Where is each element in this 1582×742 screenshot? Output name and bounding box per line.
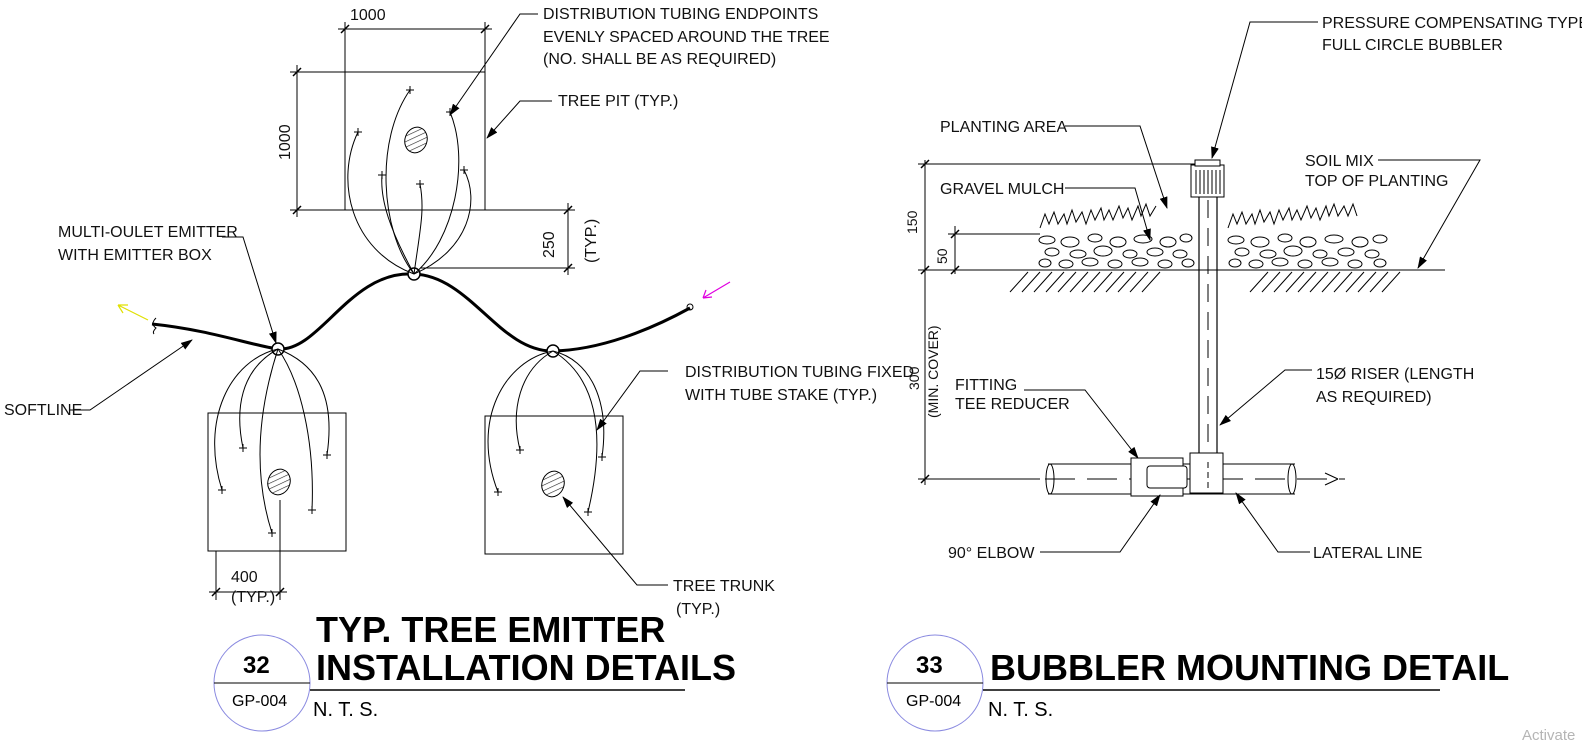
detail-33-sheet: GP-004 [906, 693, 961, 710]
label-fixed-1: DISTRIBUTION TUBING FIXED [685, 364, 914, 381]
label-riser-1: 15Ø RISER (LENGTH [1316, 366, 1474, 383]
dim-spacing: 400 [231, 569, 258, 586]
detail-33-bubbler [886, 21, 1481, 732]
label-elbow: 90° ELBOW [948, 545, 1035, 562]
planting-area-right [1227, 202, 1358, 229]
label-gravel-mulch: GRAVEL MULCH [940, 181, 1064, 198]
detail-33-title: BUBBLER MOUNTING DETAIL [990, 647, 1509, 688]
label-soil-2: TOP OF PLANTING [1305, 173, 1448, 190]
detail-33-number: 33 [916, 652, 943, 679]
elbow-fitting [1189, 452, 1224, 494]
tree-pit-top [344, 71, 486, 211]
tree-trunk-top [404, 126, 428, 154]
dim-150: 150 [904, 210, 920, 234]
dim-height: 1000 [277, 124, 294, 160]
dim-offset-typ: (TYP.) [583, 219, 600, 263]
soil-hatch [1009, 271, 1401, 293]
label-fixed-2: WITH TUBE STAKE (TYP.) [685, 387, 877, 404]
dim-min-cover: (MIN. COVER) [925, 325, 941, 418]
tree-trunk-left [267, 468, 291, 496]
label-endpoints-3: (NO. SHALL BE AS REQUIRED) [543, 51, 776, 68]
softline-pipe [151, 272, 691, 353]
gravel-mulch [1038, 233, 1388, 269]
activation-watermark: Activate [1522, 727, 1575, 742]
softline-cut-left [152, 317, 157, 335]
label-trunk-1: TREE TRUNK [673, 578, 775, 595]
label-trunk-2: (TYP.) [676, 601, 720, 618]
detail-32-tree-emitter [70, 13, 731, 732]
detail-32-number: 32 [243, 652, 270, 679]
label-planting-area: PLANTING AREA [940, 119, 1067, 136]
label-softline: SOFTLINE [4, 402, 82, 419]
flow-arrow-right [702, 281, 731, 299]
label-endpoints-2: EVENLY SPACED AROUND THE TREE [543, 29, 830, 46]
detail-32-scale: N. T. S. [313, 699, 378, 721]
label-emitter-1: MULTI-OULET EMITTER [58, 224, 238, 241]
label-tree-pit: TREE PIT (TYP.) [558, 93, 678, 110]
label-lateral: LATERAL LINE [1313, 545, 1422, 562]
dim-50: 50 [934, 248, 950, 264]
label-emitter-2: WITH EMITTER BOX [58, 247, 212, 264]
tree-pit-right [484, 415, 624, 555]
detail-32-sheet: GP-004 [232, 693, 287, 710]
tree-trunk-right [541, 470, 565, 498]
flow-arrow-left [117, 304, 149, 321]
dim-offset: 250 [541, 231, 558, 258]
planting-area-left [1039, 202, 1157, 229]
dim-spacing-typ: (TYP.) [231, 589, 275, 606]
detail-32-title-1: TYP. TREE EMITTER [316, 609, 665, 650]
label-fitting-2: TEE REDUCER [955, 396, 1070, 413]
label-riser-2: AS REQUIRED) [1316, 389, 1432, 406]
softline-end-right [686, 303, 694, 311]
label-bubbler-2: FULL CIRCLE BUBBLER [1322, 37, 1503, 54]
tree-pit-left [207, 412, 347, 552]
label-bubbler-1: PRESSURE COMPENSATING TYPE [1322, 15, 1582, 32]
dim-300: 300 [906, 366, 922, 390]
detail-32-title-2: INSTALLATION DETAILS [316, 647, 736, 688]
detail-32-text: 1000 1000 250 (TYP.) 400 (TYP.) DISTRIBU… [4, 6, 914, 721]
label-fitting-1: FITTING [955, 377, 1017, 394]
label-endpoints-1: DISTRIBUTION TUBING ENDPOINTS [543, 6, 818, 23]
detail-33-text: PRESSURE COMPENSATING TYPE FULL CIRCLE B… [904, 15, 1582, 721]
tube-stakes [218, 86, 606, 537]
detail-33-scale: N. T. S. [988, 699, 1053, 721]
label-soil-1: SOIL MIX [1305, 153, 1374, 170]
dim-width: 1000 [350, 7, 386, 24]
